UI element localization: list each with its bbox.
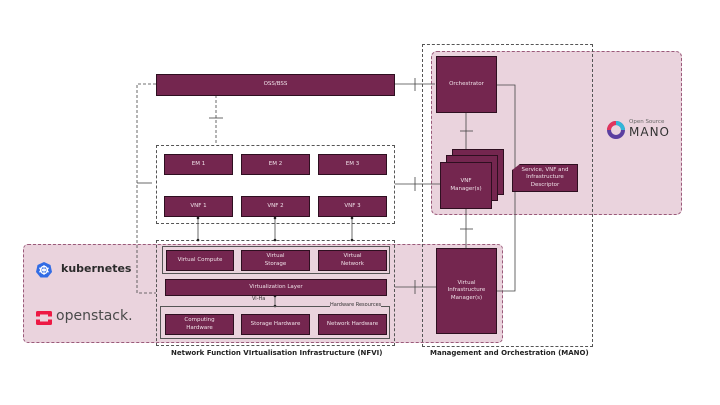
em-box[interactable]: EM 1 [164, 154, 233, 175]
hardware-resources-group [160, 306, 390, 339]
kubernetes-wordmark: kubernetes [61, 262, 132, 275]
virtualization-layer-box[interactable]: Virtualization Layer [165, 279, 387, 296]
virtual-network-box[interactable]: Virtual Network [318, 250, 387, 271]
computing-hardware-box[interactable]: Computing Hardware [165, 314, 234, 335]
vnf-box[interactable]: VNF 1 [164, 196, 233, 217]
mano-frame [422, 44, 593, 347]
virtual-storage-box[interactable]: Virtual Storage [241, 250, 310, 271]
em-box[interactable]: EM 3 [318, 154, 387, 175]
openstack-logo: openstack. [36, 308, 136, 327]
vnf-manager-box[interactable]: VNF Manager(s) [440, 162, 492, 209]
osm-ring-icon [607, 121, 625, 139]
kubernetes-helm-icon [36, 262, 52, 278]
hardware-resources-label: Hardware Resources [330, 302, 382, 308]
osm-small-text: Open Source [629, 119, 665, 125]
virtual-resources-group [162, 246, 390, 274]
vnf-em-frame [156, 145, 395, 224]
openstack-icon [36, 311, 52, 325]
openstack-wordmark: openstack. [56, 308, 133, 324]
orchestrator-box[interactable]: Orchestrator [436, 56, 497, 113]
vim-box[interactable]: Virtual Infrastructure Manager(s) [436, 248, 497, 334]
em-box[interactable]: EM 2 [241, 154, 310, 175]
descriptor-box[interactable]: Service, VNF and Infrastructure Descript… [512, 164, 578, 192]
storage-hardware-box[interactable]: Storage Hardware [241, 314, 310, 335]
nfvi-caption: Network Function VIrtualisation Infrastr… [171, 349, 383, 357]
vnf-box[interactable]: VNF 2 [241, 196, 310, 217]
vnf-box[interactable]: VNF 3 [318, 196, 387, 217]
mano-caption: Management and Orchestration (MANO) [430, 349, 589, 357]
kubernetes-logo: kubernetes [36, 261, 131, 279]
virtual-compute-box[interactable]: Virtual Compute [166, 250, 234, 271]
vi-ha-label: Vi-Ha [252, 296, 266, 302]
osm-logo: Open Source MANO [606, 119, 676, 141]
osm-big-text: MANO [629, 125, 670, 139]
oss-bss-box[interactable]: OSS/BSS [156, 74, 395, 96]
network-hardware-box[interactable]: Network Hardware [318, 314, 387, 335]
